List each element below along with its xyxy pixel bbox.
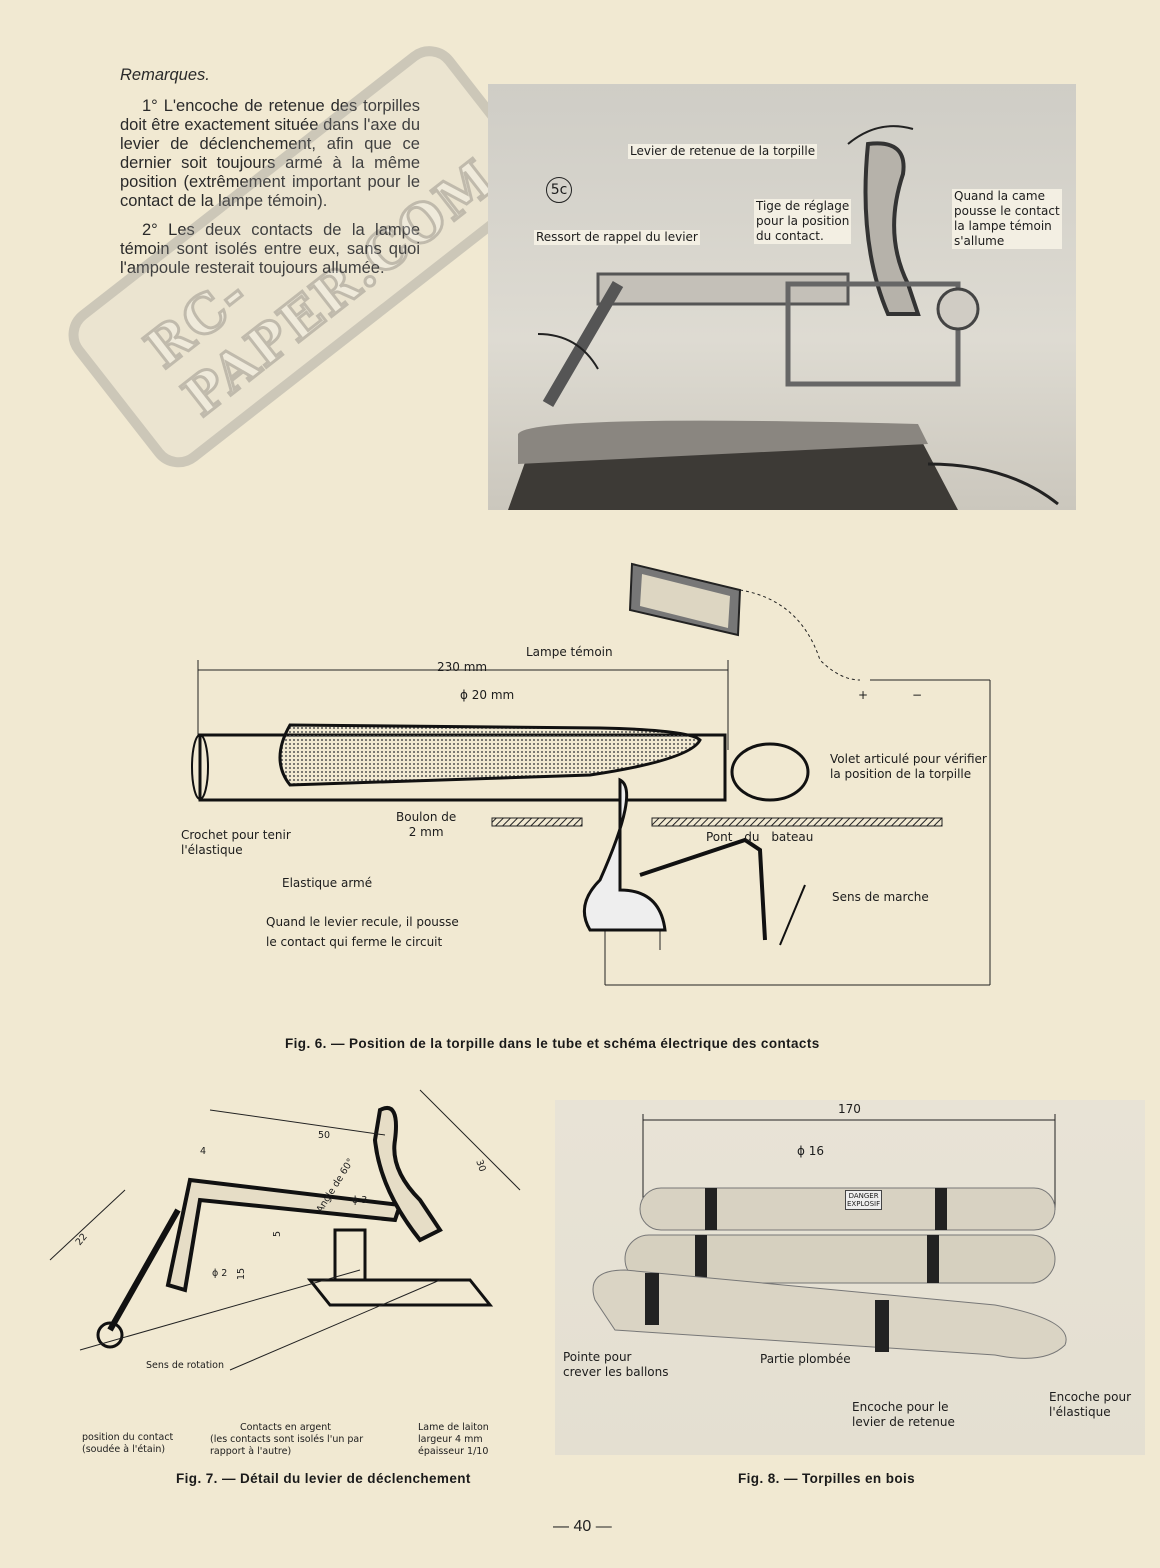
photo-fig8: 170 ϕ 16 DANGER EXPLOSIF Pointe pour cre…	[555, 1100, 1145, 1455]
label-encoche-elastique: Encoche pour l'élastique	[1049, 1390, 1131, 1420]
boulon-line-2: 2 mm	[408, 825, 444, 839]
encoche-elastique-line-2: l'élastique	[1049, 1405, 1111, 1419]
label-partie-plombee: Partie plombée	[760, 1352, 851, 1366]
label-volet: Volet articulé pour vérifier la position…	[830, 752, 987, 782]
quand-line-2: le contact qui ferme le circuit	[266, 935, 443, 949]
position-line-1: position du contact	[82, 1432, 174, 1443]
dim-15: 15	[236, 1267, 248, 1281]
levier	[582, 777, 667, 932]
remark-paragraph-2: 2° Les deux contacts de la lampe témoin …	[120, 221, 420, 277]
label-pont: Pont du bateau	[706, 830, 814, 844]
torpedo-3	[592, 1269, 1067, 1359]
dim-230mm: 230 mm	[437, 660, 488, 674]
quand-line-1: Quand le levier recule, il pousse	[266, 915, 459, 929]
dim-phi3: ϕ 3	[352, 1195, 368, 1206]
tige-line-2: pour la position	[756, 214, 850, 228]
base-plate	[306, 1278, 494, 1307]
label-quand-levier: Quand le levier recule, il pousse le con…	[266, 912, 459, 952]
battery-plus: +	[858, 688, 869, 702]
photo-5c: Levier de retenue de la torpille 5c Tige…	[488, 84, 1076, 510]
pointe-line-1: Pointe pour	[563, 1350, 632, 1364]
article-remarks: Remarques. 1° L'encoche de retenue des t…	[120, 66, 420, 288]
crochet-line-2: l'élastique	[181, 843, 243, 857]
dim-170: 170	[838, 1102, 861, 1116]
dim-phi16: ϕ 16	[797, 1144, 824, 1158]
label-position-contact: position du contact (soudée à l'étain)	[82, 1432, 173, 1456]
dim-50: 50	[318, 1130, 331, 1141]
label-lame-laiton: Lame de laiton largeur 4 mm épaisseur 1/…	[418, 1422, 489, 1458]
label-levier-retenue: Levier de retenue de la torpille	[628, 144, 818, 159]
lame-line-2: largeur 4 mm	[418, 1434, 483, 1445]
volet-line-2: la position de la torpille	[830, 767, 972, 781]
danger-sticker: DANGER EXPLOSIF	[845, 1190, 883, 1210]
came-line-1: Quand la came	[954, 189, 1045, 203]
came-line-4: s'allume	[954, 234, 1005, 248]
dim-phi2: ϕ 2	[212, 1268, 228, 1279]
contacts-line-2: (les contacts sont isolés l'un par	[210, 1434, 364, 1445]
lame-line-1: Lame de laiton	[418, 1422, 489, 1433]
label-sens-marche: Sens de marche	[832, 890, 929, 904]
label-ressort-rappel: Ressort de rappel du levier	[534, 230, 700, 245]
contacts-line-3: rapport à l'autre)	[210, 1446, 292, 1457]
fig6-diagram	[191, 562, 991, 986]
label-encoche-levier: Encoche pour le levier de retenue	[852, 1400, 955, 1430]
fig8-caption: Fig. 8. — Torpilles en bois	[738, 1471, 916, 1486]
sticker-line-2: EXPLOSIF	[847, 1200, 881, 1208]
fig7-diagram	[49, 1089, 521, 1371]
sticker-line-1: DANGER	[848, 1192, 879, 1200]
position-line-2: (soudée à l'étain)	[82, 1444, 166, 1455]
trigger-lever	[372, 1106, 443, 1243]
dim-phi20: ϕ 20 mm	[460, 688, 515, 702]
torpedo-2	[624, 1234, 1056, 1284]
came-line-2: pousse le contact	[954, 204, 1060, 218]
tige-line-3: du contact.	[756, 229, 824, 243]
page-number: — 40 —	[553, 1518, 612, 1535]
label-boulon: Boulon de 2 mm	[396, 810, 456, 840]
label-sens-rotation: Sens de rotation	[146, 1360, 225, 1371]
pointe-line-2: crever les ballons	[563, 1365, 669, 1379]
label-tige-reglage: Tige de réglage pour la position du cont…	[754, 199, 852, 244]
remarks-heading: Remarques.	[120, 66, 210, 84]
label-crochet: Crochet pour tenir l'élastique	[181, 828, 291, 858]
encoche-levier-line-1: Encoche pour le	[852, 1400, 949, 1414]
label-quand-came: Quand la came pousse le contact la lampe…	[952, 189, 1062, 249]
torpedo-shape	[278, 723, 702, 787]
volet-articule	[730, 742, 810, 802]
dim-4: 4	[200, 1146, 207, 1157]
fig6-caption: Fig. 6. — Position de la torpille dans l…	[285, 1036, 820, 1051]
came-line-3: la lampe témoin	[954, 219, 1052, 233]
battery-minus: −	[912, 688, 923, 702]
encoche-elastique-line-1: Encoche pour	[1049, 1390, 1132, 1404]
lame-line-3: épaisseur 1/10	[418, 1446, 489, 1457]
label-pointe: Pointe pour crever les ballons	[563, 1350, 669, 1380]
pont-bateau	[651, 817, 943, 827]
remark-paragraph-1: 1° L'encoche de retenue des torpilles do…	[120, 97, 420, 210]
label-contacts-argent: Contacts en argent (les contacts sont is…	[210, 1422, 363, 1458]
label-elastique: Elastique armé	[282, 876, 373, 890]
boulon-line-1: Boulon de	[396, 810, 457, 824]
tige-line-1: Tige de réglage	[756, 199, 850, 213]
badge-5c: 5c	[546, 177, 572, 203]
dim-5: 5	[272, 1230, 284, 1238]
crochet-line-1: Crochet pour tenir	[181, 828, 291, 842]
fig7-caption: Fig. 7. — Détail du levier de déclenchem…	[176, 1471, 471, 1486]
volet-line-1: Volet articulé pour vérifier	[830, 752, 987, 766]
encoche-levier-line-2: levier de retenue	[852, 1415, 955, 1429]
crank-link	[107, 1208, 181, 1332]
label-lampe-temoin: Lampe témoin	[526, 645, 613, 659]
contacts-line-1: Contacts en argent	[240, 1422, 331, 1433]
photo-5c-mechanism	[508, 125, 1059, 510]
